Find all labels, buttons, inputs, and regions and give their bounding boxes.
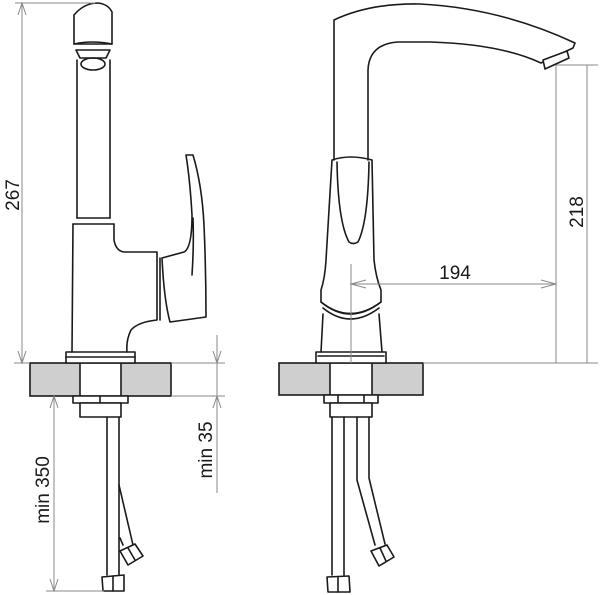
faucet-body-side (71, 223, 158, 353)
dimension-countertop: min 35 (171, 335, 225, 493)
hose-right-1 (331, 416, 345, 576)
spout-tube-side (76, 59, 111, 219)
dimension-label-194: 194 (439, 263, 471, 284)
dimension-label-min350: min 350 (33, 456, 54, 524)
countertop-left (29, 362, 172, 397)
dimension-spout-height: 218 (423, 64, 598, 364)
dimension-total-height: 267 (3, 1, 95, 365)
faucet-body-front (320, 313, 383, 353)
dimension-spout-reach: 194 (349, 263, 558, 300)
dimension-label-218: 218 (567, 196, 588, 228)
dimension-hose-length: min 350 (33, 394, 104, 593)
hose-right-2 (356, 416, 386, 546)
hose-left-1 (106, 416, 120, 576)
handle-front (320, 156, 382, 315)
countertop-right (278, 362, 424, 396)
spout-arch-front (333, 3, 576, 161)
aerator-front (542, 50, 570, 70)
dimension-label-min35: min 35 (196, 421, 217, 478)
mounting-nut-right (323, 394, 379, 404)
spout-head-side (73, 2, 113, 45)
dimension-label-267: 267 (3, 179, 24, 211)
side-view: 267 min 35 min 350 (3, 1, 225, 593)
hose-left-2 (118, 484, 134, 546)
hose-nut-right-2 (370, 544, 395, 567)
front-view: 194 218 (278, 3, 598, 593)
handle-lever-side (161, 154, 207, 323)
